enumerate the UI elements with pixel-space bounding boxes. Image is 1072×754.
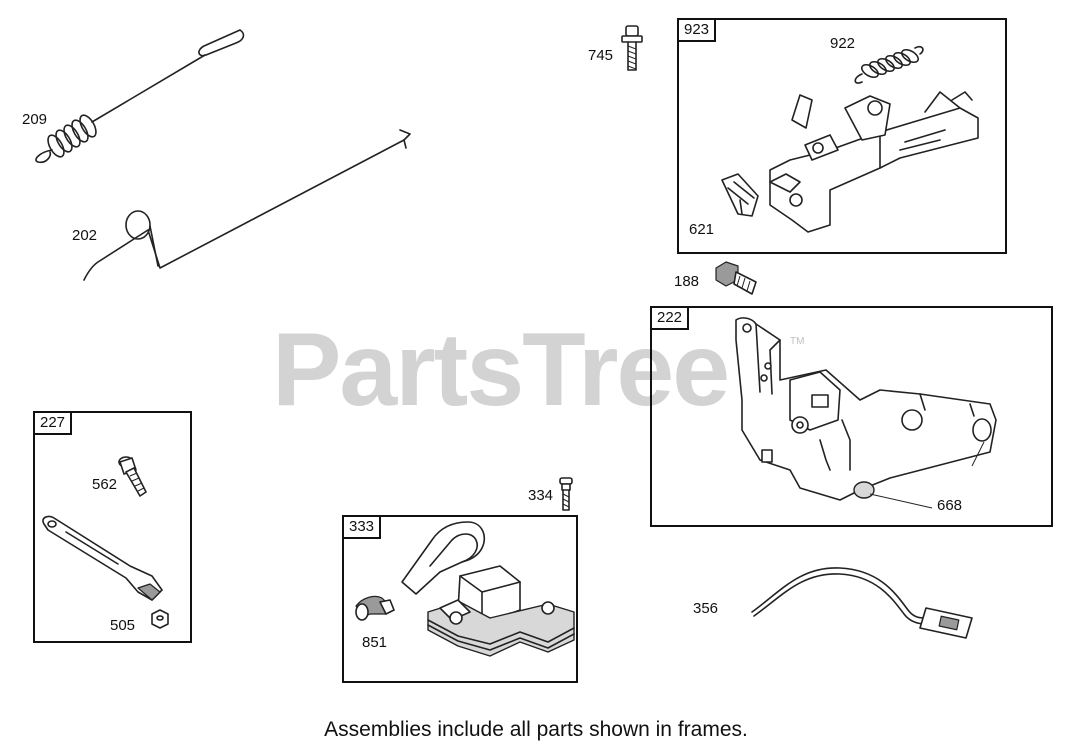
frame-tag-227[interactable]: 227 [33, 411, 73, 435]
screw-icon[interactable] [559, 477, 573, 511]
assembly-frame-222: 222 [650, 306, 1053, 527]
frame-tag-222[interactable]: 222 [650, 306, 690, 330]
part-label-745[interactable]: 745 [588, 47, 614, 64]
assembly-frame-227: 227 [33, 411, 192, 643]
part-label-334[interactable]: 334 [528, 487, 554, 504]
part-label-668[interactable]: 668 [937, 497, 963, 514]
screw-icon[interactable] [621, 25, 643, 71]
part-label-562[interactable]: 562 [92, 476, 118, 493]
ignition-armature-icon[interactable] [401, 521, 575, 657]
screw-icon[interactable] [118, 456, 147, 497]
part-label-621[interactable]: 621 [689, 221, 715, 238]
diagram-caption: Assemblies include all parts shown in fr… [324, 718, 748, 741]
part-label-922[interactable]: 922 [830, 35, 856, 52]
assembly-frame-923: 923 [677, 18, 1007, 254]
flange-screw-icon[interactable] [715, 261, 757, 295]
leader-line-668b [971, 441, 985, 467]
ground-wire-icon[interactable] [751, 567, 973, 639]
watermark-trademark: TM [790, 336, 805, 347]
part-label-209[interactable]: 209 [22, 111, 48, 128]
nut-icon[interactable] [151, 609, 169, 629]
extension-spring-icon[interactable] [35, 29, 245, 164]
governor-lever-icon[interactable] [42, 515, 163, 601]
assembly-frame-333: 333 [342, 515, 578, 683]
frame-tag-333[interactable]: 333 [342, 515, 382, 539]
part-label-188[interactable]: 188 [674, 273, 700, 290]
governor-spring-icon[interactable] [854, 45, 924, 84]
cable-clip-icon[interactable] [721, 173, 759, 217]
governor-link-rod-icon[interactable] [83, 129, 411, 281]
control-bracket-icon[interactable] [735, 317, 997, 501]
part-label-356[interactable]: 356 [693, 600, 719, 617]
part-label-851[interactable]: 851 [362, 634, 388, 651]
watermark: PartsTree [272, 312, 730, 428]
part-label-202[interactable]: 202 [72, 227, 98, 244]
leader-line-668 [869, 493, 933, 509]
spark-plug-terminal-icon[interactable] [355, 595, 395, 621]
part-label-505[interactable]: 505 [110, 617, 136, 634]
frame-tag-923[interactable]: 923 [677, 18, 717, 42]
control-bracket-icon[interactable] [769, 91, 979, 233]
